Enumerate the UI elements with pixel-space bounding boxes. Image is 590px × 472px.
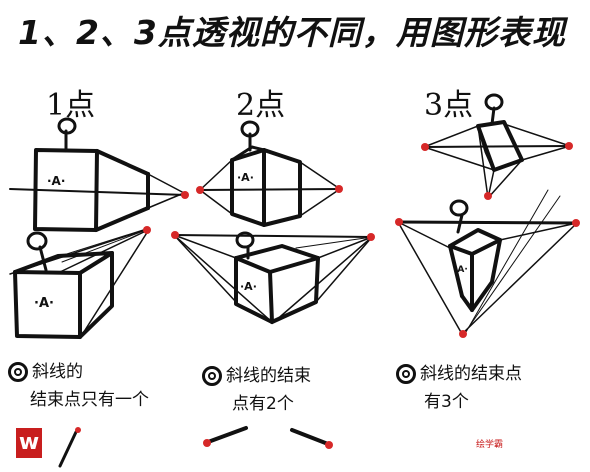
vanishing-point-bottom — [484, 192, 492, 200]
watermark: 绘学霸 — [476, 440, 504, 450]
bottom-sketch-middle — [203, 426, 333, 449]
face-label: ·A· — [34, 296, 54, 311]
brand-logo: w — [16, 428, 42, 458]
caption-three-point: 斜线的结束点 有3个 — [396, 360, 522, 416]
face-label: ·A· — [240, 280, 257, 293]
vanishing-point-right — [335, 185, 343, 193]
vanishing-point-right — [572, 219, 580, 227]
caption-line1: 斜线的结束 — [226, 366, 311, 386]
two-point-lower-box: ·A· — [171, 231, 375, 324]
heading-one-point: 1点 — [46, 88, 96, 123]
page-title: 1、2、3点透视的不同，用图形表现 — [18, 13, 566, 52]
vanishing-point-right — [367, 233, 375, 241]
one-point-lower-box: ·A· — [9, 226, 151, 339]
vanishing-point-left — [421, 143, 429, 151]
caption-one-point: 斜线的 结束点只有一个 — [8, 358, 149, 414]
vanishing-point-bottom — [459, 330, 467, 338]
vanishing-point — [143, 226, 151, 234]
caption-line2: 点有2个 — [232, 394, 294, 414]
spiral-bullet-icon — [8, 362, 28, 382]
caption-two-point: 斜线的结束 点有2个 — [202, 362, 311, 418]
bottom-sketch-left — [58, 427, 81, 468]
vanishing-point — [181, 191, 189, 199]
vanishing-point-left — [395, 218, 403, 226]
face-label: ·A· — [237, 171, 254, 184]
one-point-upper-box: ·A· — [9, 117, 189, 232]
heading-three-point: 3点 — [424, 88, 474, 123]
face-label: ·A· — [47, 174, 65, 188]
three-point-upper-box — [421, 93, 573, 200]
vanishing-point-left — [171, 231, 179, 239]
caption-line1: 斜线的 — [32, 362, 83, 382]
three-point-lower-box: ·A· — [395, 189, 580, 338]
heading-two-point: 2点 — [236, 88, 286, 123]
spiral-bullet-icon — [202, 366, 222, 386]
two-point-upper-box: ·A· — [196, 120, 343, 227]
vanishing-point-right — [565, 142, 573, 150]
caption-line2: 有3个 — [424, 392, 469, 412]
vanishing-point-left — [196, 186, 204, 194]
caption-line2: 结束点只有一个 — [30, 390, 149, 410]
caption-line1: 斜线的结束点 — [420, 364, 522, 384]
face-label: ·A· — [454, 265, 468, 275]
spiral-bullet-icon — [396, 364, 416, 384]
